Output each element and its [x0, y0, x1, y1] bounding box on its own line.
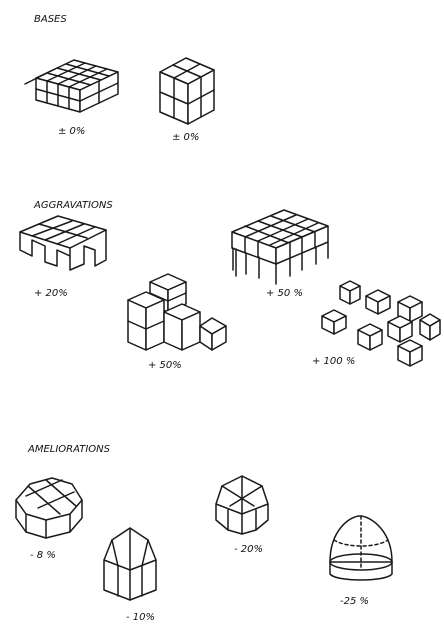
- shape-staggered-slab: [20, 216, 106, 270]
- label-ameliorations-3: - 20%: [234, 544, 263, 555]
- shape-octagonal-prism: [16, 478, 82, 538]
- label-aggravations-3: + 50 %: [266, 288, 303, 299]
- label-aggravations-4: + 100 %: [312, 356, 355, 367]
- shape-flat-slab: [25, 60, 118, 112]
- label-aggravations-1: + 20%: [34, 288, 68, 299]
- label-bases-2: ± 0%: [172, 132, 199, 143]
- shape-slab-on-pilotis: [232, 210, 328, 284]
- section-bases: BASES ± 0%: [25, 14, 214, 143]
- shape-scattered-cubes: [322, 281, 440, 366]
- section-ameliorations: AMELIORATIONS - 8 % - 10%: [16, 444, 392, 623]
- label-bases-1: ± 0%: [58, 126, 85, 137]
- shape-domed-polygon: [216, 476, 268, 534]
- shape-stepped-cubes: [128, 274, 226, 350]
- label-aggravations-2: + 50%: [148, 360, 182, 371]
- section-title-ameliorations: AMELIORATIONS: [27, 444, 111, 455]
- section-title-aggravations: AGGRAVATIONS: [33, 200, 113, 211]
- shape-compact-block: [160, 58, 214, 124]
- label-ameliorations-1: - 8 %: [30, 550, 56, 561]
- section-title-bases: BASES: [34, 14, 67, 25]
- section-aggravations: AGGRAVATIONS + 20%: [20, 200, 440, 371]
- label-ameliorations-4: -25 %: [340, 596, 369, 607]
- label-ameliorations-2: - 10%: [126, 612, 155, 623]
- shape-gabled-cross: [104, 528, 156, 600]
- shape-hemisphere: [330, 516, 392, 580]
